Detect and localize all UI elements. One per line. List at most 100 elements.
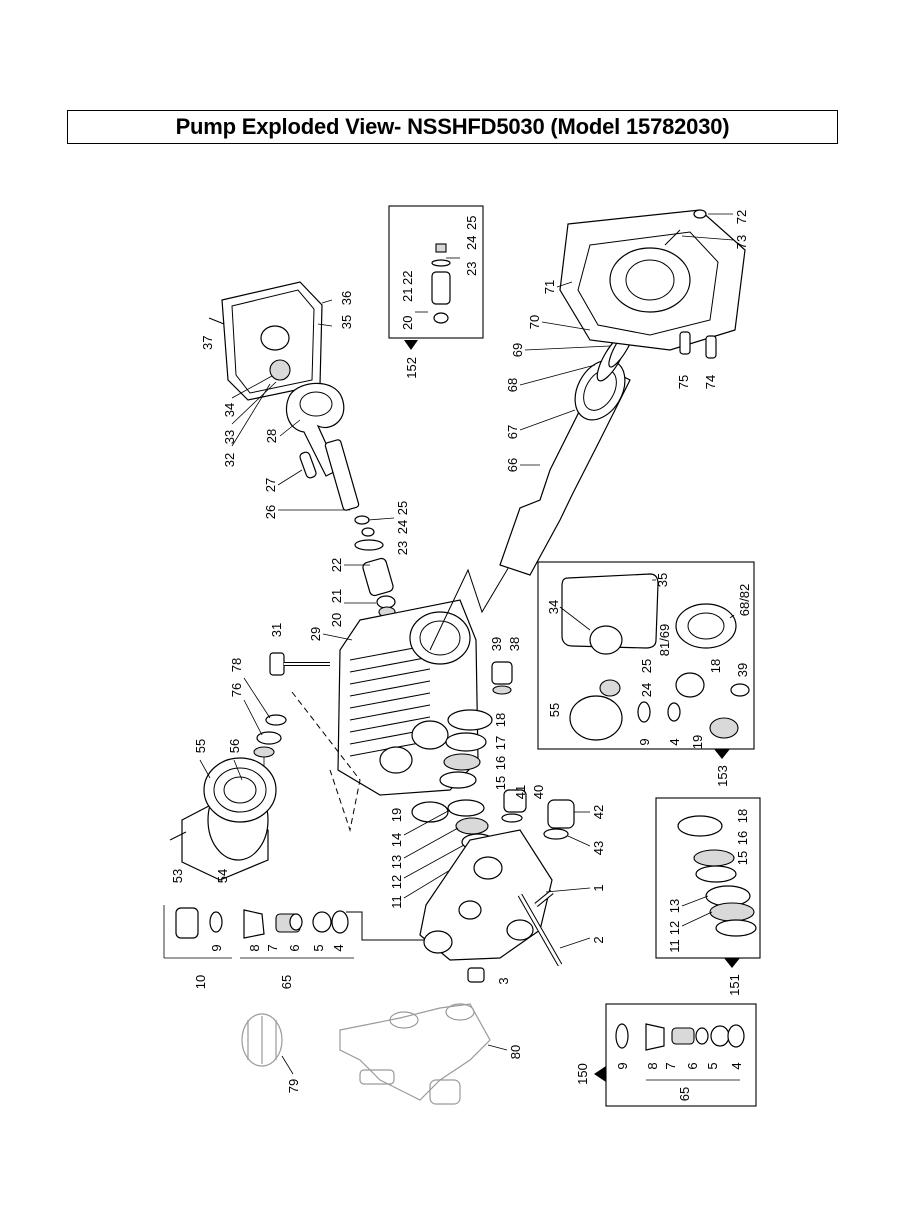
kit153-34: 34 [546, 600, 561, 614]
kit151-seal-15 [695, 865, 737, 883]
label-19: 19 [389, 808, 404, 822]
rear-cover-assembly [208, 281, 333, 401]
label-9: 9 [209, 944, 224, 951]
label-53: 53 [170, 869, 185, 883]
ring-76 [256, 731, 282, 745]
crankcase [337, 599, 479, 796]
dashed-assembly-path [291, 691, 361, 832]
kit151-oring-18 [677, 815, 723, 837]
plunger-nut [354, 515, 370, 525]
label-26: 26 [263, 505, 278, 519]
label-66: 66 [505, 458, 520, 472]
oring-39 [492, 685, 512, 695]
crankcase-bore [409, 611, 471, 665]
kit152-22: 22 [400, 271, 415, 285]
kit150-spring-7 [671, 1027, 695, 1045]
label-76: 76 [229, 683, 244, 697]
label-27: 27 [263, 478, 278, 492]
seal-15 [439, 771, 477, 789]
seal-18 [447, 709, 493, 731]
dipstick [269, 652, 330, 676]
label-74: 74 [703, 375, 718, 389]
crankshaft-assembly [499, 209, 746, 576]
kit153-4: 4 [667, 738, 682, 745]
kit-152-marker-icon [404, 340, 418, 350]
kit152-seal [433, 312, 449, 324]
kit150-5: 5 [705, 1062, 720, 1069]
kit152-23: 23 [464, 262, 479, 276]
label-32: 32 [222, 453, 237, 467]
label-10: 10 [193, 975, 208, 989]
label-28: 28 [264, 429, 279, 443]
kit-152-label: 152 [404, 357, 419, 379]
label-14: 14 [389, 833, 404, 847]
plugs [491, 661, 575, 840]
label-5: 5 [311, 944, 326, 951]
cover-sight-glass [260, 325, 290, 351]
label-42: 42 [591, 805, 606, 819]
seal-13 [455, 817, 489, 835]
accessories-ghost [241, 1003, 491, 1105]
kit153-oring-39 [730, 683, 750, 697]
kit153-18: 18 [708, 659, 723, 673]
crankcase-port-2 [379, 746, 413, 774]
label-23: 23 [395, 541, 410, 555]
kit150-4: 4 [729, 1062, 744, 1069]
seal-16 [443, 753, 481, 771]
label-2: 2 [591, 936, 606, 943]
plug-3 [467, 967, 485, 983]
label-6: 6 [287, 944, 302, 951]
plunger-washer-small [361, 527, 375, 537]
label-25: 25 [395, 501, 410, 515]
kit-150-label: 150 [575, 1063, 590, 1085]
label-17: 17 [493, 736, 508, 750]
manifold-port-a [423, 930, 453, 954]
kit151-seal-16 [693, 849, 735, 867]
label-12: 12 [389, 875, 404, 889]
label-78: 78 [229, 658, 244, 672]
seal-19 [411, 801, 449, 823]
kit153-oring-4 [667, 702, 681, 722]
plunger-washer [354, 539, 384, 551]
kit153-oring-18 [675, 672, 705, 698]
label-22: 22 [329, 558, 344, 572]
page-title: Pump Exploded View- NSSHFD5030 (Model 15… [67, 110, 838, 144]
label-43: 43 [591, 841, 606, 855]
valve-set [175, 907, 349, 939]
label-72: 72 [734, 210, 749, 224]
plug-42 [547, 799, 575, 829]
title-text: Pump Exploded View- NSSHFD5030 (Model 15… [175, 114, 730, 139]
label-15: 15 [493, 776, 508, 790]
kit153-6882: 68/82 [737, 584, 752, 617]
kit153-gasket-35 [561, 573, 659, 649]
kit-box-153 [537, 561, 755, 759]
oring-4 [331, 910, 349, 934]
shaft-alignment-line [429, 564, 511, 651]
kit153-oring-34 [589, 625, 623, 655]
kit153-seal-6882 [675, 603, 737, 649]
label-54: 54 [215, 869, 230, 883]
kit153-35: 35 [655, 573, 670, 587]
kit-151-label: 151 [727, 974, 742, 996]
label-41: 41 [513, 785, 528, 799]
label-70: 70 [527, 315, 542, 329]
kit151-seal-12 [709, 902, 755, 922]
kit150-seat-5 [710, 1025, 730, 1047]
kit152-24: 24 [464, 236, 479, 250]
plug-72 [693, 209, 707, 219]
kit153-39: 39 [735, 663, 750, 677]
oring-43 [543, 828, 569, 840]
kit153-oring-9 [637, 701, 651, 723]
oring-41 [501, 813, 523, 823]
label-37: 37 [200, 336, 215, 350]
label-31: 31 [269, 623, 284, 637]
seal-17 [445, 732, 487, 752]
label-1: 1 [591, 884, 606, 891]
label-73: 73 [734, 235, 749, 249]
kit153-8169: 81/69 [657, 624, 672, 657]
label-36: 36 [339, 291, 354, 305]
kit150-valve-6 [695, 1027, 709, 1045]
screw-74 [705, 335, 717, 359]
label-75: 75 [676, 375, 691, 389]
kit151-18: 18 [735, 809, 750, 823]
